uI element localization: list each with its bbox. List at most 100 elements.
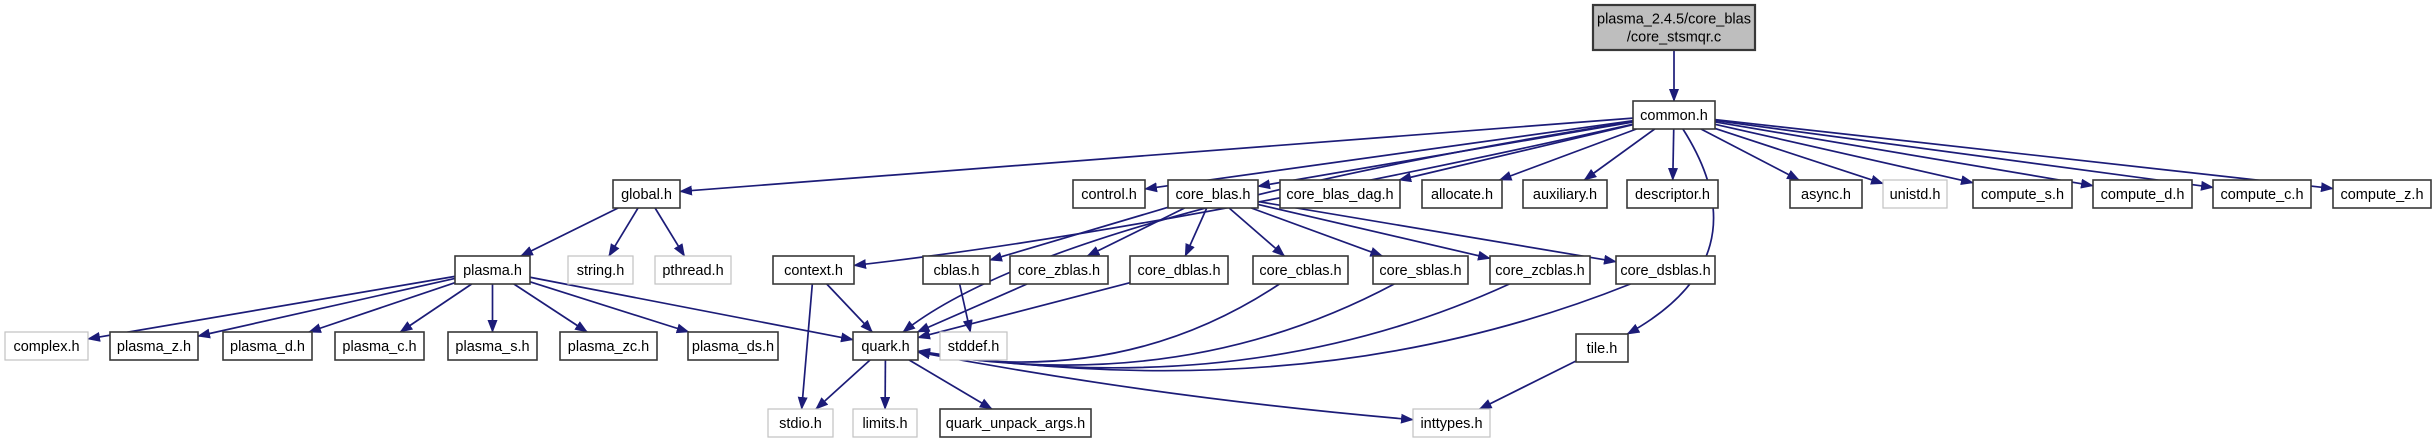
node-label-plasma_z: plasma_z.h	[117, 339, 191, 355]
node-core_zcblas[interactable]: core_zcblas.h	[1489, 255, 1591, 285]
node-box-cblas[interactable]	[922, 255, 991, 285]
node-box-global[interactable]	[612, 179, 681, 209]
node-box-plasma_s[interactable]	[447, 331, 538, 361]
node-context[interactable]: context.h	[772, 255, 855, 285]
node-plasma_ds[interactable]: plasma_ds.h	[687, 331, 779, 361]
node-box-context[interactable]	[772, 255, 855, 285]
node-box-plasma_ds[interactable]	[687, 331, 779, 361]
edge-core_dsblas-to-quark	[917, 283, 1631, 372]
node-box-plasma_d[interactable]	[222, 331, 313, 361]
edge-common-to-core_blas_dag	[1398, 123, 1634, 183]
node-label-plasma_c: plasma_c.h	[342, 339, 416, 355]
edge-common-to-compute_s	[1714, 123, 1974, 186]
node-box-common[interactable]	[1632, 100, 1716, 130]
edge-core_blas-to-core_cblas	[1228, 207, 1286, 257]
node-label-tile: tile.h	[1587, 341, 1618, 357]
node-label-compute_s: compute_s.h	[1981, 187, 2064, 203]
edge-global-to-pthread	[654, 207, 686, 257]
node-label-plasma_s: plasma_s.h	[455, 339, 529, 355]
node-box-descriptor[interactable]	[1626, 179, 1719, 209]
node-box-core_zblas[interactable]	[1009, 255, 1109, 285]
node-label-core_cblas: core_cblas.h	[1259, 263, 1341, 279]
node-box-plasma_zc[interactable]	[559, 331, 658, 361]
node-control[interactable]: control.h	[1072, 179, 1146, 209]
nodes-layer: plasma_2.4.5/core_blas/core_stsmqr.ccomm…	[4, 3, 2432, 438]
node-label-core_zcblas: core_zcblas.h	[1495, 263, 1584, 279]
node-quark_unpack_args[interactable]: quark_unpack_args.h	[939, 408, 1092, 438]
node-async[interactable]: async.h	[1789, 179, 1863, 209]
node-box-core_dblas[interactable]	[1129, 255, 1229, 285]
node-plasma_d[interactable]: plasma_d.h	[222, 331, 313, 361]
node-descriptor[interactable]: descriptor.h	[1626, 179, 1719, 209]
edge-common-to-quark	[902, 120, 1634, 333]
node-label-inttypes: inttypes.h	[1420, 416, 1482, 432]
node-box-async[interactable]	[1789, 179, 1863, 209]
node-box-control[interactable]	[1072, 179, 1146, 209]
node-label-core_blas_dag: core_blas_dag.h	[1286, 187, 1393, 203]
edge-core_blas-to-core_zblas	[1086, 207, 1186, 257]
node-core_cblas[interactable]: core_cblas.h	[1252, 255, 1349, 285]
edge-common-to-control	[1144, 119, 1634, 193]
edge-quark-to-inttypes	[917, 351, 1414, 424]
node-auxiliary[interactable]: auxiliary.h	[1522, 179, 1608, 209]
node-limits: limits.h	[852, 408, 918, 438]
node-compute_d[interactable]: compute_d.h	[2092, 179, 2193, 209]
node-box-complex	[4, 331, 89, 361]
node-plasma_c[interactable]: plasma_c.h	[334, 331, 425, 361]
node-label-core_zblas: core_zblas.h	[1018, 263, 1100, 279]
node-label-descriptor: descriptor.h	[1635, 187, 1710, 203]
node-plasma_s[interactable]: plasma_s.h	[447, 331, 538, 361]
node-box-core_blas_dag[interactable]	[1279, 179, 1401, 209]
node-common[interactable]: common.h	[1632, 100, 1716, 130]
node-label-common: common.h	[1640, 108, 1708, 124]
node-tile[interactable]: tile.h	[1575, 333, 1629, 363]
node-box-core_sblas[interactable]	[1372, 255, 1469, 285]
node-box-quark[interactable]	[852, 331, 919, 361]
edge-common-to-context	[853, 123, 1634, 270]
node-allocate[interactable]: allocate.h	[1421, 179, 1503, 209]
node-label-quark: quark.h	[861, 339, 909, 355]
node-box-compute_d[interactable]	[2092, 179, 2193, 209]
node-quark[interactable]: quark.h	[852, 331, 919, 361]
node-compute_z[interactable]: compute_z.h	[2332, 179, 2432, 209]
node-label-cblas: cblas.h	[934, 263, 980, 279]
node-label-core_dblas: core_dblas.h	[1137, 263, 1220, 279]
node-box-plasma[interactable]	[454, 255, 531, 285]
node-box-compute_s[interactable]	[1972, 179, 2073, 209]
node-core_zblas[interactable]: core_zblas.h	[1009, 255, 1109, 285]
node-box-compute_z[interactable]	[2332, 179, 2432, 209]
node-box-allocate[interactable]	[1421, 179, 1503, 209]
node-global[interactable]: global.h	[612, 179, 681, 209]
node-pthread: pthread.h	[654, 255, 732, 285]
node-core_dblas[interactable]: core_dblas.h	[1129, 255, 1229, 285]
node-box-tile[interactable]	[1575, 333, 1629, 363]
node-box-core_dsblas[interactable]	[1615, 255, 1716, 285]
node-compute_c[interactable]: compute_c.h	[2212, 179, 2312, 209]
node-box-core_cblas[interactable]	[1252, 255, 1349, 285]
edge-plasma-to-plasma_z	[197, 277, 456, 339]
node-box-core_zcblas[interactable]	[1489, 255, 1591, 285]
edge-common-to-auxiliary	[1583, 128, 1656, 181]
node-string: string.h	[567, 255, 634, 285]
node-box-inttypes	[1412, 408, 1491, 438]
edge-plasma-to-plasma_ds	[529, 281, 690, 334]
node-box-root	[1591, 3, 1757, 52]
node-core_blas[interactable]: core_blas.h	[1167, 179, 1259, 209]
node-label-plasma_ds: plasma_ds.h	[692, 339, 774, 355]
node-cblas[interactable]: cblas.h	[922, 255, 991, 285]
node-plasma_z[interactable]: plasma_z.h	[109, 331, 199, 361]
node-box-plasma_z[interactable]	[109, 331, 199, 361]
node-plasma[interactable]: plasma.h	[454, 255, 531, 285]
node-box-quark_unpack_args[interactable]	[939, 408, 1092, 438]
node-core_sblas[interactable]: core_sblas.h	[1372, 255, 1469, 285]
edge-context-to-quark	[826, 283, 873, 333]
node-label-context: context.h	[784, 263, 843, 279]
node-box-auxiliary[interactable]	[1522, 179, 1608, 209]
node-box-plasma_c[interactable]	[334, 331, 425, 361]
node-box-compute_c[interactable]	[2212, 179, 2312, 209]
node-compute_s[interactable]: compute_s.h	[1972, 179, 2073, 209]
node-core_blas_dag[interactable]: core_blas_dag.h	[1279, 179, 1401, 209]
node-box-core_blas[interactable]	[1167, 179, 1259, 209]
node-plasma_zc[interactable]: plasma_zc.h	[559, 331, 658, 361]
node-core_dsblas[interactable]: core_dsblas.h	[1615, 255, 1716, 285]
